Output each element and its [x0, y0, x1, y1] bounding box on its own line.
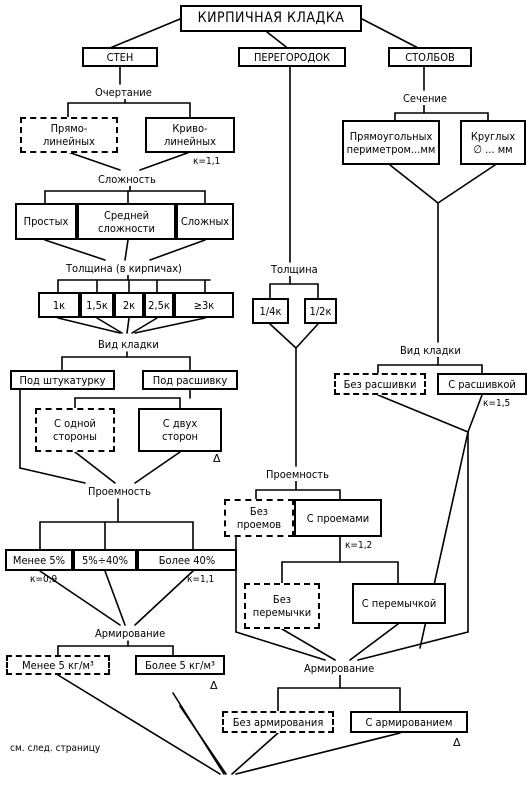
delta-reinforcement-gt5: Δ	[210, 679, 218, 692]
openings-gt40: Более 40%	[137, 549, 237, 571]
complexity-complex: Сложных	[176, 203, 234, 240]
footer-note: см. след. страницу	[10, 743, 101, 754]
outline-straight: Прямо- линейных	[20, 117, 118, 153]
section-round: Круглых ∅ ... мм	[460, 120, 526, 165]
pillars-without-pointing: Без расшивки	[334, 373, 426, 395]
partition-thickness-half: 1/2к	[304, 298, 337, 324]
pillars-with-pointing: С расшивкой	[437, 373, 527, 395]
reinforcement-without: Без армирования	[222, 711, 334, 733]
section-rect: Прямоугольных периметром...мм	[342, 120, 440, 165]
walls-masonry-label: Вид кладки	[98, 338, 159, 351]
walls-openings-label: Проемность	[88, 485, 151, 498]
sides-one: С одной стороны	[35, 408, 115, 452]
k-pillars-pointing: к=1,5	[483, 398, 511, 409]
pillars-section-label: Сечение	[403, 92, 447, 105]
walls-thickness-label: Толщина (в кирпичах)	[66, 262, 182, 275]
k-partition-openings: к=1,2	[345, 540, 373, 551]
masonry-plaster: Под штукатурку	[10, 370, 115, 390]
sides-two: С двух сторон	[138, 408, 222, 452]
partitions-openings-label: Проемность	[266, 468, 329, 481]
outline-curved: Криво- линейных	[145, 117, 235, 153]
walls-complexity-label: Сложность	[98, 173, 156, 186]
common-reinforcement-label: Армирование	[304, 662, 375, 675]
walls-reinforcement-label: Армирование	[95, 627, 166, 640]
delta-sides-two: Δ	[213, 452, 221, 465]
reinforcement-with: С армированием	[350, 711, 468, 733]
thickness-2k: 2к	[114, 292, 144, 318]
complexity-simple: Простых	[15, 203, 77, 240]
k-curved: к=1,1	[193, 156, 221, 167]
thickness-3k: ≥3к	[174, 292, 234, 318]
partition-openings-without: Без проемов	[224, 499, 294, 537]
openings-mid: 5%÷40%	[73, 549, 137, 571]
complexity-medium: Средней сложности	[77, 203, 176, 240]
lintel-with: С перемычкой	[352, 583, 446, 624]
branch-partitions: ПЕРЕГОРОДОК	[238, 47, 346, 67]
thickness-1k: 1к	[38, 292, 80, 318]
pillars-masonry-label: Вид кладки	[400, 344, 461, 357]
walls-outline-label: Очертание	[95, 86, 152, 99]
thickness-2-5k: 2,5к	[144, 292, 174, 318]
reinforcement-lt5: Менее 5 кг/м³	[6, 655, 110, 675]
k-openings-gt40: к=1,1	[187, 574, 215, 585]
thickness-1-5k: 1,5к	[80, 292, 114, 318]
branch-pillars: СТОЛБОВ	[388, 47, 472, 67]
partitions-thickness-label: Толщина	[271, 263, 318, 276]
openings-lt5: Менее 5%	[5, 549, 73, 571]
partition-thickness-quarter: 1/4к	[252, 298, 289, 324]
branch-walls: СТЕН	[82, 47, 158, 67]
lintel-without: Без перемычки	[244, 583, 320, 629]
k-openings-lt5: к=0,9	[30, 574, 58, 585]
delta-reinforcement-with: Δ	[453, 736, 461, 749]
title-box: КИРПИЧНАЯ КЛАДКА	[180, 5, 362, 32]
masonry-pointing: Под расшивку	[142, 370, 238, 390]
reinforcement-gt5: Более 5 кг/м³	[135, 655, 225, 675]
partition-openings-with: С проемами	[294, 499, 382, 537]
